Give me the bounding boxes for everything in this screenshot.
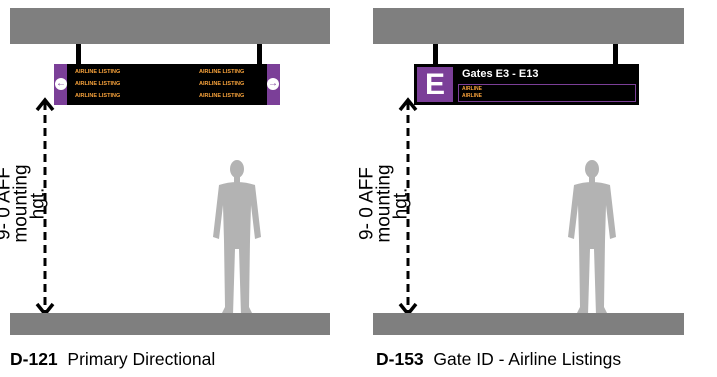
- hanger-post: [433, 44, 438, 66]
- gate-letter-box: E: [417, 67, 453, 102]
- ceiling: [373, 8, 684, 44]
- airline-panel: [458, 84, 636, 102]
- panel-primary-directional: ← → AIRLINE LISTING AIRLINE LISTING AIRL…: [0, 0, 330, 377]
- sign-code: D-121: [10, 349, 58, 369]
- sign-title: Gate ID - Airline Listings: [433, 349, 622, 369]
- gate-id-sign: E Gates E3 - E13 AIRLINE AIRLINE: [414, 64, 639, 105]
- airline-listing: AIRLINE LISTING: [75, 93, 121, 99]
- dimension-label: 9- 0 AFF mounting hgt.: [357, 149, 412, 259]
- person-silhouette-icon: [213, 160, 261, 315]
- floor: [373, 313, 684, 335]
- ceiling: [10, 8, 330, 44]
- airline-label: AIRLINE: [462, 86, 482, 92]
- hanger-post: [257, 44, 262, 66]
- dimension-label: 9- 0 AFF mounting hgt.: [0, 149, 49, 259]
- floor: [10, 313, 330, 335]
- airline-listing: AIRLINE LISTING: [199, 69, 245, 75]
- panel-gate-id: E Gates E3 - E13 AIRLINE AIRLINE 9- 0 AF…: [357, 0, 693, 377]
- airline-listing: AIRLINE LISTING: [199, 93, 245, 99]
- caption: D-121 Primary Directional: [10, 349, 215, 370]
- hanger-post: [613, 44, 618, 66]
- sign-code: D-153: [376, 349, 424, 369]
- gate-letter: E: [424, 68, 445, 101]
- sign-end-cap: →: [267, 64, 280, 105]
- person-silhouette-icon: [568, 160, 616, 315]
- caption: D-153 Gate ID - Airline Listings: [376, 349, 621, 370]
- dimension-line-2: mounting hgt.: [373, 164, 412, 243]
- height-dimension: 9- 0 AFF mounting hgt.: [357, 96, 423, 318]
- height-dimension: 9- 0 AFF mounting hgt.: [0, 96, 60, 318]
- airline-listing: AIRLINE LISTING: [75, 69, 121, 75]
- sign-title: Primary Directional: [67, 349, 216, 369]
- gates-title: Gates E3 - E13: [462, 68, 539, 80]
- right-arrow-icon: →: [267, 78, 279, 90]
- left-arrow-icon: ←: [55, 78, 67, 90]
- airline-listing: AIRLINE LISTING: [199, 81, 245, 87]
- airline-listing: AIRLINE LISTING: [75, 81, 121, 87]
- directional-sign: ← → AIRLINE LISTING AIRLINE LISTING AIRL…: [54, 64, 280, 105]
- airline-label: AIRLINE: [462, 93, 482, 99]
- hanger-post: [76, 44, 81, 66]
- dimension-line-2: mounting hgt.: [10, 164, 49, 243]
- sign-end-cap: ←: [54, 64, 67, 105]
